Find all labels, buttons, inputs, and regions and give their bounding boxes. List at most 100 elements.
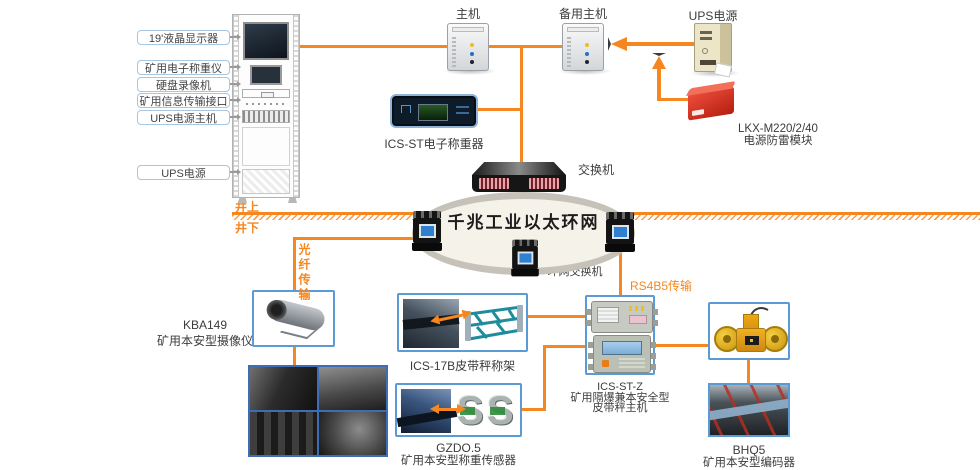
rack-label-text: 硬盘录像机 — [156, 79, 211, 92]
rack-label-ups-host: UPS电源主机 — [137, 110, 230, 125]
rack-foot — [238, 198, 247, 203]
belt-host-type-text: 矿用隔爆兼本安全型 — [570, 391, 670, 404]
drive-bay — [452, 27, 484, 32]
rack-label-text: 矿用信息传输接口 — [139, 95, 228, 108]
tower-leds — [470, 52, 474, 56]
cctv-feed — [250, 367, 317, 410]
double-arrow-icon — [430, 404, 466, 414]
backup-host-tower — [562, 23, 604, 71]
weigher-panel — [390, 94, 478, 128]
rack-recorder-unit — [242, 89, 290, 98]
camera-label: KBA149 矿用本安型摄像仪 — [145, 318, 265, 349]
rack-label-text: UPS电源主机 — [150, 112, 217, 125]
switch-base — [511, 269, 539, 277]
connection-line — [489, 45, 562, 48]
ups-slots — [700, 31, 712, 34]
label-connector — [229, 114, 241, 120]
main-host-tower — [447, 23, 489, 71]
load-cell-photo — [401, 389, 451, 433]
core-switch — [472, 162, 566, 192]
serial-transmission-label: RS4B5传输 — [630, 279, 693, 293]
rack-monitor-screen — [243, 22, 289, 60]
rack-label-interface: 矿用信息传输接口 — [137, 93, 230, 108]
label-connector — [229, 169, 241, 175]
belt-host-name-text: 皮带秤主机 — [592, 402, 648, 414]
ring-title: 千兆工业以太环网 — [447, 213, 600, 232]
rack-blank-panel — [242, 127, 290, 166]
switch-base — [605, 244, 635, 252]
rack-rail — [233, 15, 239, 197]
encoder-screen — [745, 336, 759, 345]
encoder-name-text: 矿用本安型编码器 — [703, 457, 795, 469]
encoder-model-text: BHQ5 — [732, 443, 766, 457]
load-cell-model-text: GZDO.5 — [436, 441, 481, 455]
label-connector — [229, 64, 241, 70]
ups-tower — [694, 23, 733, 78]
arrow-left-icon — [608, 37, 627, 51]
shadow — [443, 67, 497, 75]
weigher-label: ICS-ST电子称重器 — [384, 137, 484, 151]
label-connector — [229, 81, 241, 87]
sticker — [597, 307, 619, 323]
switch-body — [606, 219, 634, 244]
tower-leds — [585, 52, 589, 56]
core-switch-label: 交换机 — [577, 163, 614, 177]
encoder-body — [736, 328, 766, 352]
brand-mark — [602, 360, 609, 367]
lightning-arrow-line — [657, 65, 661, 100]
lcd-controller-icon — [588, 335, 656, 373]
switch-head — [413, 211, 441, 218]
truss-frame-icon — [465, 305, 523, 341]
rack-label-text: 19'液晶显示器 — [148, 32, 219, 45]
switch-front-face — [472, 175, 566, 192]
drive-bay — [567, 27, 599, 32]
shadow — [558, 67, 612, 75]
load-cell-label: GZDO.5 矿用本安型称重传感器 — [398, 441, 519, 467]
rack-label-text: UPS电源 — [161, 167, 206, 180]
rack-foot — [288, 198, 297, 203]
ups-arrow-line — [624, 42, 694, 46]
connection-line — [543, 345, 586, 348]
main-host-label: 主机 — [455, 7, 480, 21]
rack-label-ups: UPS电源 — [137, 165, 230, 180]
label-underground: 井下 — [235, 221, 260, 235]
rack-vent-grille — [242, 110, 290, 123]
junction-box-icon — [586, 301, 658, 333]
lightning-module-label: LKX-M220/2/40 电源防雷模块 — [722, 123, 834, 147]
backup-host-label: 备用主机 — [558, 7, 607, 21]
connection-line — [528, 315, 586, 318]
encoder-neck — [743, 314, 759, 330]
belt-frame-box — [397, 293, 528, 352]
encoder-label: BHQ5 矿用本安型编码器 — [700, 443, 798, 469]
switch-body — [413, 218, 441, 243]
lightning-name-text: 电源防雷模块 — [743, 135, 813, 147]
belt-frame-label: ICS-17B皮带秤称架 — [409, 359, 516, 373]
lightning-protection-module — [688, 86, 734, 121]
switch-screen — [517, 251, 533, 264]
load-cell-box: S S — [395, 383, 522, 437]
connection-line — [300, 45, 447, 48]
rack-label-text: 矿用电子称重仪 — [145, 62, 222, 75]
cctv-feed — [319, 367, 386, 410]
server-rack-cabinet — [232, 14, 300, 198]
label-connector — [229, 97, 241, 103]
text-rows — [619, 356, 645, 368]
tower-vent — [452, 35, 456, 67]
weigher-text-marks — [456, 106, 469, 108]
load-cell-icon: S — [487, 389, 514, 433]
encoder-wheel — [762, 326, 788, 352]
rack-small-screen — [250, 65, 282, 85]
load-cell-name-text: 矿用本安型称重传感器 — [401, 455, 516, 467]
ring-switch-right — [605, 212, 635, 252]
label-surface: 井上 — [235, 200, 260, 214]
belt-host-model-text: ICS-ST-Z — [597, 381, 643, 393]
rack-rail — [293, 15, 299, 197]
rack-label-lcd: 19'液晶显示器 — [137, 30, 230, 45]
weigher-screen — [418, 104, 448, 121]
rack-label-weigher: 矿用电子称重仪 — [137, 60, 230, 75]
ring-switch-bottom — [511, 239, 539, 277]
connection-line — [543, 345, 546, 411]
switch-top-face — [472, 162, 566, 175]
monitor-grid — [248, 365, 388, 457]
ups-label: UPS电源 — [688, 9, 738, 23]
